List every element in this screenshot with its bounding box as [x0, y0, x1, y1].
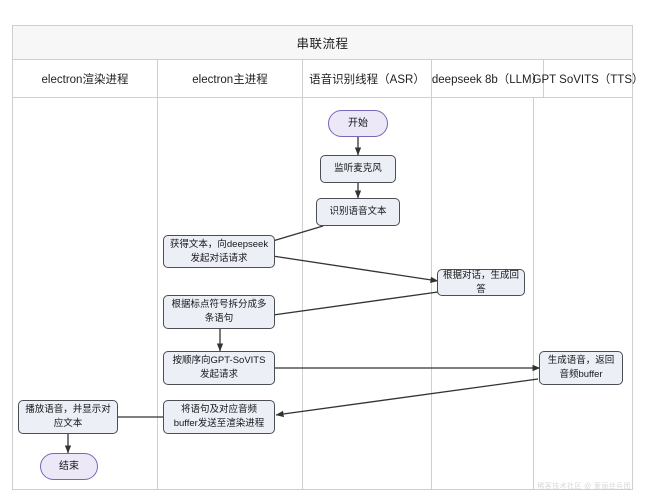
diagram-title-band: 串联流程	[12, 25, 633, 60]
node-play-and-display-text[interactable]: 播放语音，并显示对应文本	[18, 400, 118, 434]
node-get-text-request-deepseek[interactable]: 获得文本，向deepseek发起对话请求	[163, 235, 275, 268]
lane-header-renderer: electron渲染进程	[13, 60, 158, 97]
lane-header-tts: GPT SoVITS（TTS）	[532, 73, 644, 86]
lane-separator-2	[302, 98, 303, 490]
node-split-by-punctuation[interactable]: 根据标点符号拆分成多条语句	[163, 295, 275, 329]
node-request-gpt-sovits[interactable]: 按顺序向GPT-SoVITS发起请求	[163, 351, 275, 385]
node-llm-generate-answer[interactable]: 根据对话，生成回答	[437, 269, 525, 296]
lane-separator-3	[431, 98, 432, 490]
node-start[interactable]: 开始	[328, 110, 388, 137]
lane-separator-1	[157, 98, 158, 490]
node-tts-generate-audio-buffer[interactable]: 生成语音，返回音频buffer	[539, 351, 623, 385]
node-send-to-renderer[interactable]: 将语句及对应音频buffer发送至渲染进程	[163, 400, 275, 434]
node-end[interactable]: 结束	[40, 453, 98, 480]
lane-header-row: electron渲染进程 electron主进程 语音识别线程（ASR） dee…	[12, 60, 644, 98]
watermark: 稀客技术社区 @ 爱丽丝兵团	[537, 483, 631, 490]
node-listen-microphone[interactable]: 监听麦克风	[320, 155, 396, 183]
lane-header-llm: deepseek 8b（LLM）	[432, 60, 544, 97]
diagram-title: 串联流程	[296, 37, 349, 51]
lane-header-asr: 语音识别线程（ASR）	[303, 60, 432, 97]
lane-header-main: electron主进程	[158, 60, 303, 97]
lane-separator-4	[533, 98, 534, 490]
node-recognize-speech-text[interactable]: 识别语音文本	[316, 198, 400, 226]
